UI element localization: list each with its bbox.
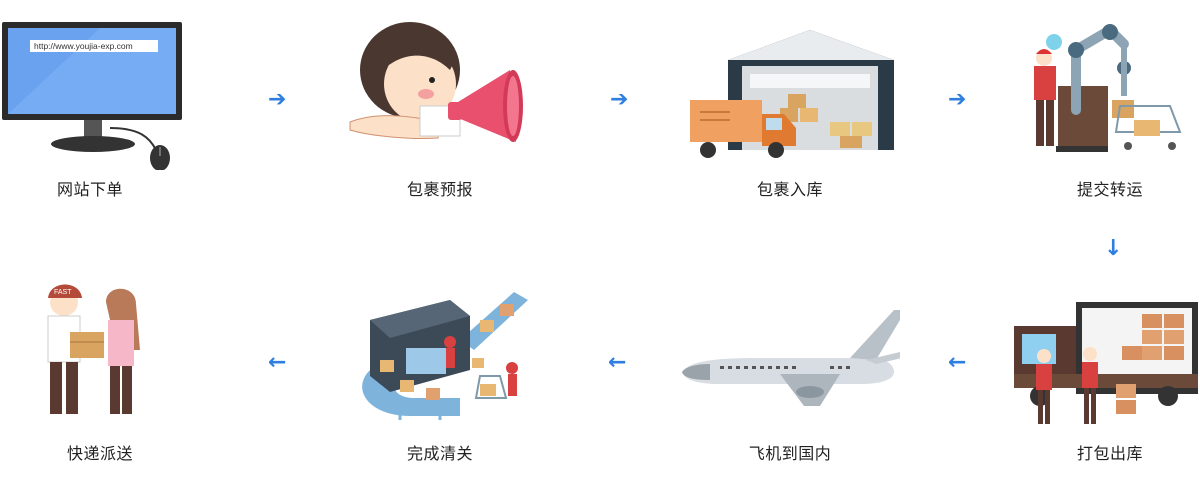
courier-delivery-illustration: FAST [47,284,140,414]
robot-arm-worker-illustration [1034,23,1182,152]
arrow-left-icon: ← [948,350,967,375]
arrow-down-icon: ↓ [1104,236,1123,261]
warehouse-truck-illustration [690,30,894,158]
step-label: 包裹入库 [756,180,823,199]
arrow-right-icon: ➔ [948,87,967,112]
airplane-illustration [682,310,900,406]
step-label: 飞机到国内 [748,444,832,463]
arrow-right-icon: ➔ [610,87,629,112]
step-label: 完成清关 [406,444,473,463]
computer-monitor-illustration: http://www.youjia-exp.com [2,22,182,170]
step-label: 提交转运 [1076,180,1143,199]
step-label: 网站下单 [56,180,123,199]
step-label: 打包出库 [1076,444,1143,463]
step-label: 包裹预报 [406,180,473,199]
arrow-left-icon: ← [268,350,287,375]
url-text: http://www.youjia-exp.com [34,41,133,51]
arrow-right-icon: ➔ [268,87,287,112]
loading-truck-illustration [1014,302,1198,424]
arrow-left-icon: ← [608,350,627,375]
girl-megaphone-illustration [349,22,523,142]
cap-text: FAST [54,289,72,296]
step-label: 快递派送 [66,444,133,463]
conveyor-customs-illustration [362,292,528,420]
